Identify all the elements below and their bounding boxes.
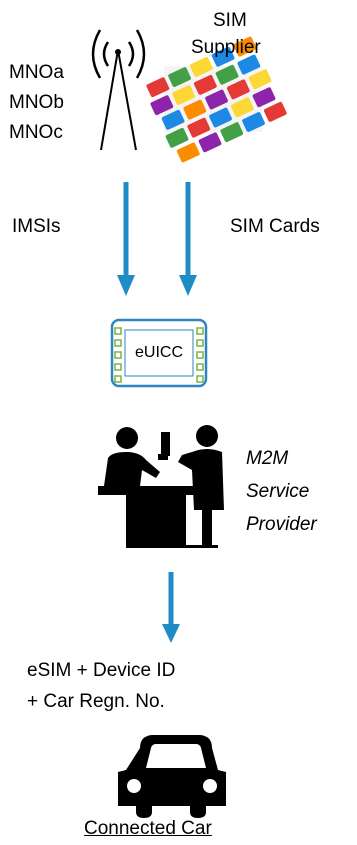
output-label-line2: + Car Regn. No.: [27, 691, 165, 712]
sim-cards-arrowhead: [179, 275, 197, 296]
imsis-label: IMSIs: [12, 216, 61, 237]
imsi-arrowhead: [117, 275, 135, 296]
provider-arrowhead: [162, 624, 180, 643]
chip-label: eUICC: [134, 344, 183, 361]
operator-label-b: MNOb: [9, 92, 64, 113]
sim-supplier-label-line2: Supplier: [191, 37, 261, 58]
car-label: Connected Car: [84, 818, 212, 839]
sim-supplier-label-line1: SIM: [213, 10, 247, 31]
operator-label-a: MNOa: [9, 62, 64, 83]
operator-label-c: MNOc: [9, 122, 63, 143]
provider-label-line3: Provider: [246, 514, 317, 535]
provider-label-line2: Service: [246, 481, 310, 502]
provider-label-line1: M2M: [246, 448, 289, 469]
sim-cards-label: SIM Cards: [230, 216, 320, 237]
output-label-line1: eSIM + Device ID: [27, 660, 176, 681]
